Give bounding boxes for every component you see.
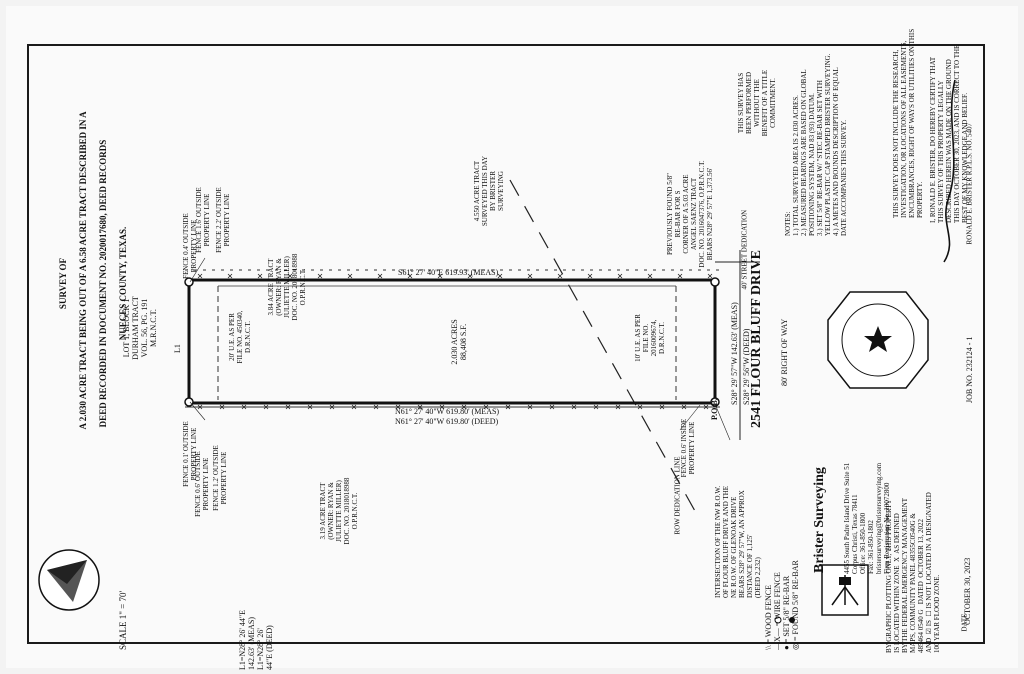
tract-boundary — [187, 278, 717, 405]
bearing-east-meas: S28° 29' 57"W 142.63' (MEAS) — [730, 302, 739, 405]
fence-note-sw-c: FENCE 1.2' OUTSIDE PROPERTY LINE — [212, 445, 228, 511]
wire-fence-x — [439, 404, 445, 410]
research-note: THIS SURVEY DOES NOT INCLUDE THE RESEARC… — [892, 29, 924, 218]
leader-nw — [189, 257, 206, 283]
easement-west: 20' U.E. AS PER FILE NO. 450340, D.R.N.C… — [228, 310, 252, 364]
row-dedication-line — [509, 179, 701, 521]
road-row: 80' RIGHT OF WAY — [780, 318, 789, 386]
leader-se — [679, 404, 701, 431]
wire-fence-x — [317, 273, 323, 279]
leader-pob — [714, 403, 731, 441]
company-logo — [821, 564, 869, 616]
wire-fence-x — [681, 404, 687, 410]
west-line-label: L1 — [173, 344, 182, 353]
company-name: Brister Surveying — [812, 467, 827, 573]
wire-fence-x — [659, 404, 665, 410]
wire-fence-x — [505, 404, 511, 410]
wire-fence-x — [677, 273, 683, 279]
drawing-border — [27, 44, 985, 644]
wire-fence-x — [373, 404, 379, 410]
line-table: L1=N28° 26' 44"E 142.63' (MEAS) L1=N28° … — [238, 610, 274, 670]
wire-fence-x — [263, 404, 269, 410]
wire-fence-x — [351, 404, 357, 410]
job-number: JOB NO. 232124 - 1 — [965, 336, 974, 403]
wire-fence-x — [227, 273, 233, 279]
wire-fence-x — [257, 273, 263, 279]
bearing-north: S61° 27' 40"E 619.93' (MEAS) — [398, 268, 499, 277]
leader-sw — [189, 401, 206, 421]
wire-fence-marks — [197, 273, 713, 410]
corner-marker-se — [710, 397, 720, 407]
wire-fence-x — [417, 404, 423, 410]
wire-fence-x — [615, 404, 621, 410]
wire-fence-x — [483, 404, 489, 410]
wire-fence-x — [587, 273, 593, 279]
area-label: 2.030 ACRES 88,408 S.F. — [450, 319, 468, 365]
tract-north-label: 3.84 ACRE TRACT (OWNER: RYAN & JULIETTE … — [267, 253, 307, 321]
wire-fence-x — [647, 273, 653, 279]
road-name: 2541 FLOUR BLUFF DRIVE — [749, 250, 764, 428]
wire-fence-x — [395, 404, 401, 410]
wire-fence-x — [497, 273, 503, 279]
wire-fence-x — [703, 404, 709, 410]
corner-marker-sw — [184, 397, 194, 407]
easement-east: 10' U.E. AS PER FILE NO. 2016009674, D.R… — [634, 314, 666, 362]
wire-fence-x — [467, 273, 473, 279]
rebar-note: PREVIOUSLY FOUND 5/8" RE-BAR FOR S CORNE… — [666, 160, 714, 268]
wire-fence-x — [637, 404, 643, 410]
bearing-south-meas: N61° 27' 40"W 619.80' (MEAS) — [395, 407, 500, 416]
intersection-note: INTERSECTION OF THE NW R.O.W. OF FLOUR B… — [714, 485, 762, 598]
wire-fence-x — [329, 404, 335, 410]
survey-title: SURVEY OF A 2.030 ACRE TRACT BEING OUT O… — [58, 111, 128, 430]
wire-fence-x — [377, 273, 383, 279]
wire-fence-x — [219, 404, 225, 410]
wire-fence-x — [285, 404, 291, 410]
wire-fence-x — [407, 273, 413, 279]
wire-fence-x — [549, 404, 555, 410]
corner-marker-ne — [710, 277, 720, 287]
wire-fence-x — [197, 273, 203, 279]
wire-fence-x — [571, 404, 577, 410]
wire-fence-x — [437, 273, 443, 279]
signature-printed: RONALD E. BRISTER R.P.L.S. NO. 5407 — [965, 122, 974, 245]
signature-strokes — [943, 79, 956, 263]
wire-fence-x — [527, 404, 533, 410]
bearing-south-deed: N61° 27' 40"W 619.80' (DEED) — [395, 417, 499, 426]
wire-fence-x — [461, 404, 467, 410]
fence-note-nw-c: FENCE 2.2' OUTSIDE PROPERTY LINE — [215, 187, 231, 253]
fence-note-sw-b: FENCE 0.6' OUTSIDE PROPERTY LINE — [194, 451, 210, 517]
north-arrow — [38, 549, 100, 611]
wire-fence-x — [197, 404, 203, 410]
tract-surveyed-label: 4.550 ACRE TRACT SURVEYED THIS DAY BY BR… — [473, 155, 505, 227]
wire-fence-x — [241, 404, 247, 410]
wire-fence-x — [527, 273, 533, 279]
wire-fence-x — [287, 273, 293, 279]
wire-fence-x — [707, 273, 713, 279]
date-value: OCTOBER 30, 2023 — [963, 557, 972, 625]
tract-south-label: 3.19 ACRE TRACT (OWNER: RYAN & JULIETTE … — [319, 477, 359, 545]
wire-fence-x — [593, 404, 599, 410]
wire-fence-x — [617, 273, 623, 279]
pob-label: P.O.B. — [710, 398, 719, 420]
scale-label: SCALE 1" = 70' — [118, 590, 128, 650]
wire-fence-x — [347, 273, 353, 279]
wire-fence-x — [557, 273, 563, 279]
title-note: THIS SURVEY HAS BEEN PERFORMED WITHOUT T… — [737, 69, 777, 137]
wire-fence-x — [307, 404, 313, 410]
notes: NOTES: 1.) TOTAL SURVEYED AREA IS 2.030 … — [784, 53, 848, 236]
dedication-line-label: ROW DEDICATION LINE — [673, 456, 682, 535]
legend-symbols — [774, 616, 795, 624]
flood-note: BY GRAPHIC PLOTTING ONLY, THIS PROPERTY … — [885, 492, 941, 653]
legend: \\ = WOOD FENCE —X— = WIRE FENCE ● = SET… — [764, 560, 800, 650]
company-address: 4455 South Padre Island Drive Suite 51 C… — [843, 462, 891, 574]
fence-note-nw-b: FENCE 1.6' OUTSIDE PROPERTY LINE — [195, 187, 211, 253]
lot-label: LOT 1, BLOCK 1 DURHAM TRACT VOL. 56, PG.… — [122, 296, 158, 360]
surveyor-seal — [827, 291, 929, 389]
